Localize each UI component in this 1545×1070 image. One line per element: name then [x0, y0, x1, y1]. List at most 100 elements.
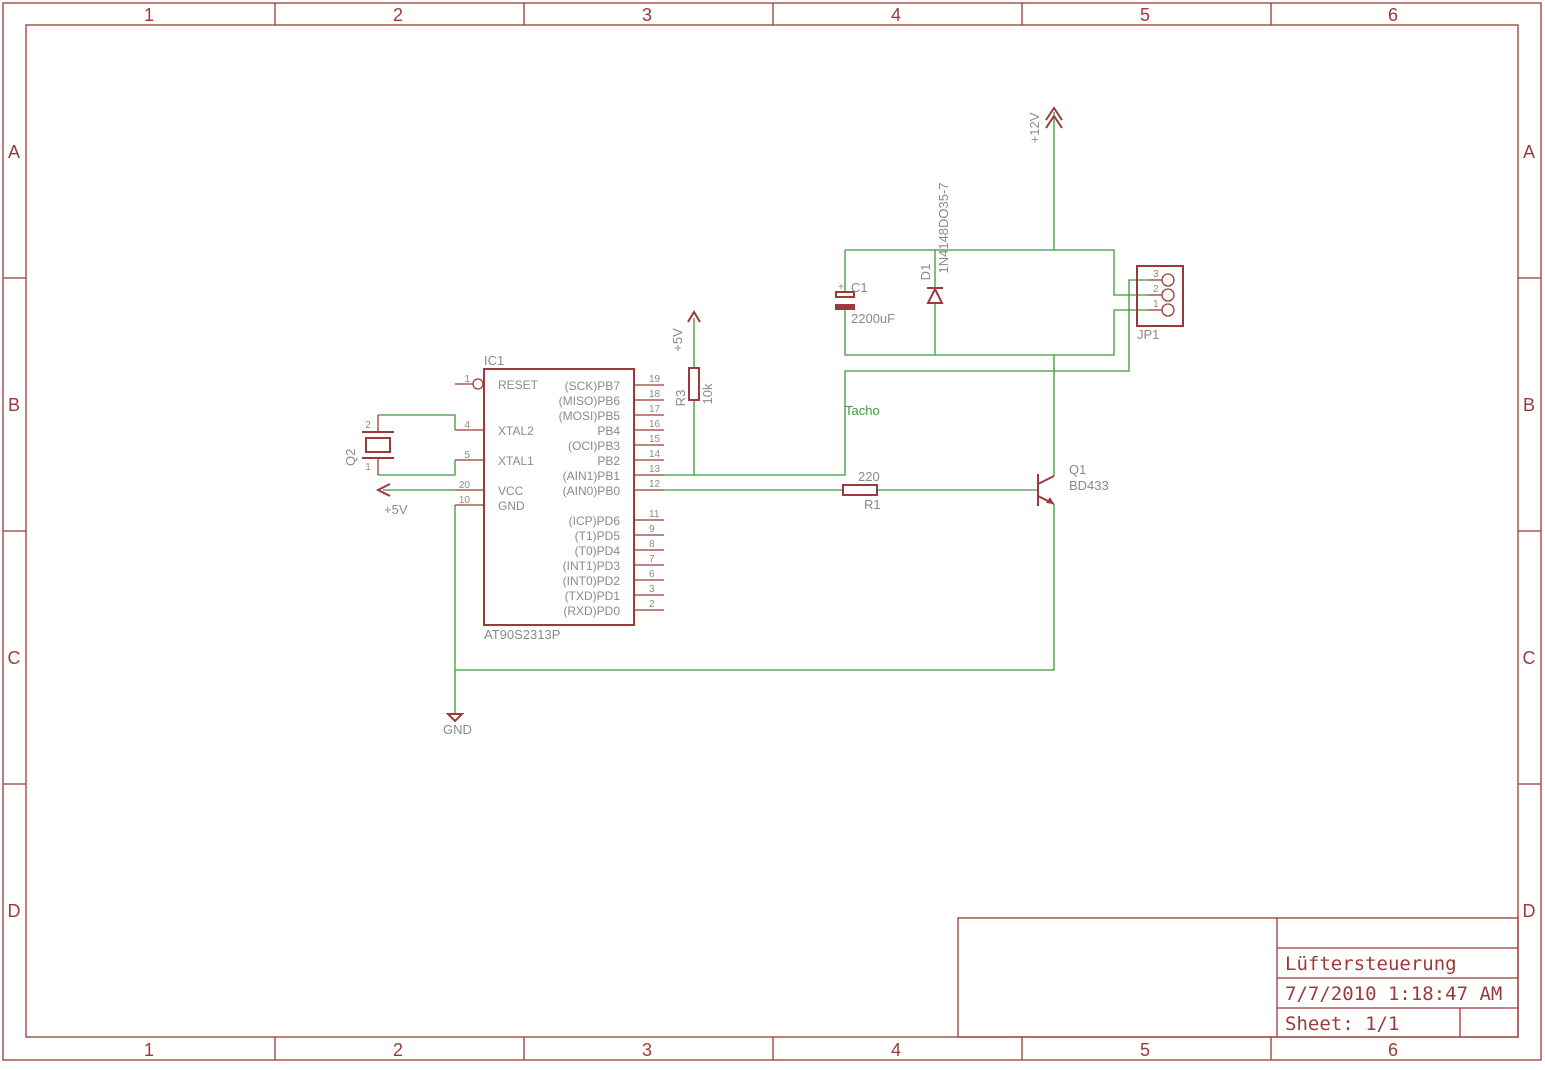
frame-col-label: 2	[393, 5, 403, 25]
r3-value: 10k	[700, 383, 715, 404]
jp1-pin-num: 1	[1153, 299, 1159, 310]
ic1-pin-num: 20	[459, 480, 471, 491]
frame-row-label: A	[8, 142, 20, 162]
frame-col-label: 6	[1388, 5, 1398, 25]
connector-jp1: 3 2 1 JP1	[1136, 265, 1184, 342]
ic1-pin-label: PB2	[597, 454, 620, 468]
frame-col-label: 2	[393, 1040, 403, 1060]
ic1-pin-label: (SCK)PB7	[565, 379, 621, 393]
ic1-name: IC1	[484, 353, 504, 368]
frame-col-label: 6	[1388, 1040, 1398, 1060]
r1-value: 220	[858, 469, 880, 484]
wire-tacho	[694, 279, 1148, 476]
wire-xtal2	[378, 414, 456, 430]
q2-pin-num: 1	[365, 462, 371, 473]
gnd-label: GND	[443, 722, 472, 737]
jp1-name: JP1	[1137, 327, 1159, 342]
wire-pb1	[664, 400, 695, 476]
wires	[378, 112, 1148, 714]
q2-name: Q2	[343, 449, 358, 466]
title-block-sheet: Sheet: 1/1	[1285, 1013, 1399, 1035]
wire-xtal1	[378, 460, 456, 476]
ic1-pin-num: 8	[649, 539, 655, 550]
q1-name: Q1	[1069, 462, 1086, 477]
ic1-pin-num: 7	[649, 554, 655, 565]
supply-12v: +12V	[1027, 106, 1063, 143]
ic1-pin-num: 3	[649, 584, 655, 595]
ic1-pin-label: (RXD)PD0	[563, 604, 620, 618]
transistor-q1: Q1 BD433	[1037, 462, 1109, 506]
ic1-pin-label: (AIN1)PB1	[563, 469, 621, 483]
ic1-pin-label: XTAL1	[498, 454, 534, 468]
ic1-pin-num: 4	[464, 420, 470, 431]
ic1-pin-num: 2	[649, 599, 655, 610]
reset-bubble	[472, 378, 484, 390]
ic1-pin-num: 17	[649, 404, 661, 415]
ic1-pin-label: PB4	[597, 424, 620, 438]
frame-row-label: D	[1523, 901, 1536, 921]
frame-row-label: C	[8, 648, 21, 668]
ic1-pin-label: (INT0)PD2	[563, 574, 621, 588]
ic1-pin-num: 15	[649, 434, 661, 445]
q2-pin-num: 2	[365, 420, 371, 431]
frame-row-label: A	[1523, 142, 1535, 162]
ic1-pin-num: 19	[649, 374, 661, 385]
frame-row-label: B	[8, 395, 20, 415]
ic1-symbol: IC1 AT90S2313P 1 4 5 20 10 RESET XTAL2 X…	[455, 353, 664, 642]
ic1-pin-label: (MOSI)PB5	[559, 409, 621, 423]
ic1-pin-num: 12	[649, 479, 661, 490]
frame-col-label: 1	[144, 5, 154, 25]
frame-row-label: C	[1523, 648, 1536, 668]
diode-d1: D1 1N4148DO35-7	[918, 182, 951, 304]
ic1-pin-label: XTAL2	[498, 424, 534, 438]
resistor-r1: 220 R1	[842, 469, 881, 512]
ic1-pin-num: 11	[649, 509, 660, 520]
ic1-pin-label: (T0)PD4	[575, 544, 621, 558]
ic1-pin-label: (OCI)PB3	[568, 439, 620, 453]
ic1-pin-num: 18	[649, 389, 661, 400]
c1-name: C1	[851, 280, 868, 295]
c1-value: 2200uF	[851, 311, 895, 326]
d1-name: D1	[918, 264, 933, 281]
ic1-pin-num: 1	[464, 374, 470, 385]
ic1-pin-num: 13	[649, 464, 661, 475]
ic1-pin-label: (INT1)PD3	[563, 559, 621, 573]
ic1-pin-num: 5	[464, 450, 470, 461]
ic1-pin-label: (TXD)PD1	[565, 589, 621, 603]
ic1-pin-num: 10	[459, 495, 471, 506]
ic1-pin-label: (MISO)PB6	[559, 394, 621, 408]
resistor-r3: +5V R3 10k	[670, 310, 715, 407]
supply-5v-r3-label: +5V	[670, 328, 685, 352]
frame-col-label: 5	[1140, 1040, 1150, 1060]
capacitor-c1: + C1 2200uF	[835, 280, 895, 326]
frame-row-label: B	[1523, 395, 1535, 415]
r3-name: R3	[673, 390, 688, 407]
frame-col-label: 3	[642, 5, 652, 25]
ic1-value: AT90S2313P	[484, 627, 560, 642]
ic1-pin-label: (T1)PD5	[575, 529, 621, 543]
jp1-pin-num: 2	[1153, 284, 1159, 295]
frame-col-label: 1	[144, 1040, 154, 1060]
title-block-date: 7/7/2010 1:18:47 AM	[1285, 983, 1502, 1005]
jp1-pin-num: 3	[1153, 269, 1159, 280]
ic1-pin-num: 16	[649, 419, 661, 430]
supply-5v-label: +5V	[384, 502, 408, 517]
crystal-q2: 2 1 Q2	[343, 415, 394, 475]
ic1-pin-label: VCC	[498, 484, 524, 498]
supply-5v-ic: +5V	[375, 483, 408, 517]
ic1-pin-label: RESET	[498, 378, 539, 392]
wire-top-rail	[845, 249, 1148, 296]
ic1-pin-label: (ICP)PD6	[569, 514, 621, 528]
ic1-right-pin-lines	[634, 384, 664, 611]
frame-col-label: 4	[891, 5, 901, 25]
frame-col-label: 3	[642, 1040, 652, 1060]
d1-value: 1N4148DO35-7	[936, 182, 951, 273]
ic1-pin-label: (AIN0)PB0	[563, 484, 621, 498]
title-block: Lüftersteuerung 7/7/2010 1:18:47 AM Shee…	[957, 917, 1519, 1038]
r1-name: R1	[864, 497, 881, 512]
ic1-pin-num: 6	[649, 569, 655, 580]
wire-bottom-rail	[844, 309, 1148, 356]
